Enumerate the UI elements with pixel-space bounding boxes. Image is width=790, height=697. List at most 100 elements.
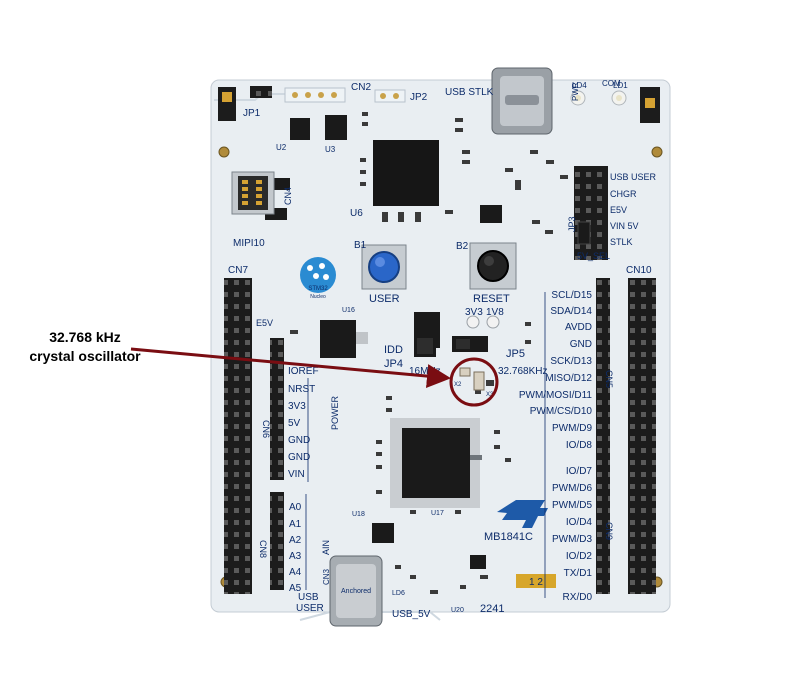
annotation-arrow xyxy=(130,347,451,389)
pin-label-digital: GND xyxy=(570,339,592,350)
label-u20: U20 xyxy=(451,607,464,614)
st-logo xyxy=(497,500,548,528)
smd-parts xyxy=(290,112,568,594)
logo-stm32-text: STM32 xyxy=(308,286,328,292)
label-ld4: LD4 xyxy=(572,81,587,90)
label-32768khz: 32.768KHz xyxy=(498,366,547,377)
label-chgr: CHGR xyxy=(610,189,637,199)
label-reset: RESET xyxy=(473,293,510,305)
mipi10-connector xyxy=(231,171,275,215)
gold-tag: 1 2 xyxy=(516,574,556,588)
pin-label-digital: SDA/D14 xyxy=(550,306,592,317)
label-mipi10: MIPI10 xyxy=(233,238,265,249)
label-e5v-right: E5V xyxy=(610,205,627,215)
label-x3: X3 xyxy=(486,392,494,398)
label-cn6: CN6 xyxy=(261,420,271,438)
pin-label-digital: IO/D8 xyxy=(566,440,593,451)
pin-label-digital: TX/D1 xyxy=(564,568,593,579)
label-cn10: CN10 xyxy=(626,265,652,276)
pin-label-digital: RX/D0 xyxy=(563,592,593,603)
pin-label-digital: PWM/D9 xyxy=(552,423,592,434)
digital-pin-labels: SCL/D15 SDA/D14 AVDD GND SCK/D13 MISO/D1… xyxy=(519,290,593,603)
pin-label-analog: A4 xyxy=(289,567,302,578)
leds xyxy=(570,90,627,106)
crystals xyxy=(459,367,494,391)
label-5v-sel: 5V_SEL xyxy=(577,251,610,261)
pin-label-analog: A0 xyxy=(289,502,302,513)
annotation-callout: 32.768 kHz crystal oscillator xyxy=(0,328,170,366)
pin-label-digital: PWM/D6 xyxy=(552,483,592,494)
label-cn7: CN7 xyxy=(228,265,248,276)
usb-c-connector-top xyxy=(491,67,553,135)
label-jp2: JP2 xyxy=(410,92,428,103)
pin-label-digital: IO/D7 xyxy=(566,466,593,477)
label-e5v-left: E5V xyxy=(256,318,273,328)
pin-label-power: 5V xyxy=(288,418,301,429)
stm32-nucleo-logo: STM32 Nucleo xyxy=(300,257,336,300)
pin-label-digital: SCL/D15 xyxy=(551,290,592,301)
pin-label-analog: A2 xyxy=(289,535,302,546)
label-cn5: CN5 xyxy=(604,370,614,388)
user-button-b1[interactable] xyxy=(361,244,407,290)
morpho-headers xyxy=(224,278,656,594)
pin-label-digital: AVDD xyxy=(565,322,592,333)
label-jp5: JP5 xyxy=(506,348,525,360)
label-ain: AIN xyxy=(321,540,331,555)
label-jp1: JP1 xyxy=(243,108,261,119)
gold-tag-text: 1 2 xyxy=(529,577,543,588)
label-ld6: LD6 xyxy=(392,590,405,597)
silk-top: CN2 JP2 USB STLK PWR COM LD4 LD1 JP1 U2 … xyxy=(243,79,628,219)
silk-bottom: USB USER CN3 USB_5V MB1841C 2241 xyxy=(296,531,533,620)
label-usb-stlk: USB STLK xyxy=(445,87,494,98)
label-usb-user-top: USB USER xyxy=(610,172,657,182)
pin-label-digital: PWM/D3 xyxy=(552,534,592,545)
label-u16: U16 xyxy=(342,307,355,314)
label-16mhz: 16MHz xyxy=(409,366,441,377)
top-connectors xyxy=(218,86,660,123)
analog-pin-labels: A0 A1 A2 A3 A4 A5 xyxy=(289,502,302,594)
pin-label-analog: A3 xyxy=(289,551,302,562)
label-stlk: STLK xyxy=(610,237,633,247)
label-power: POWER xyxy=(330,395,340,430)
annotation-line-1: 32.768 kHz xyxy=(49,329,121,345)
label-cn4: CN4 xyxy=(283,187,293,205)
label-1v8: 1V8 xyxy=(486,307,504,318)
pin-label-analog: A5 xyxy=(289,583,302,594)
silk-center: B1 USER B2 RESET IDD JP4 JP5 16MHz 3V3 1… xyxy=(354,240,547,614)
pin-label-power: IOREF xyxy=(288,366,319,377)
label-u17: U17 xyxy=(431,510,444,517)
pin-label-power: GND xyxy=(288,435,310,446)
label-cn2: CN2 xyxy=(351,82,371,93)
label-u18: U18 xyxy=(352,511,365,518)
label-usb-5v: USB_5V xyxy=(392,609,431,620)
label-vin5v: VIN 5V xyxy=(610,221,639,231)
logo-nucleo-text: Nucleo xyxy=(310,294,326,300)
label-user-bottom: USER xyxy=(296,603,324,614)
pin-label-digital: PWM/MOSI/D11 xyxy=(519,390,593,401)
silk-left: CN4 MIPI10 CN7 E5V U16 CN6 POWER CN8 AIN… xyxy=(228,187,365,558)
power-pin-labels: IOREF NRST 3V3 5V GND GND VIN xyxy=(288,366,319,480)
pin-label-power: VIN xyxy=(288,469,305,480)
pin-label-power: GND xyxy=(288,452,310,463)
label-pwr: PWR xyxy=(571,82,580,101)
jumpers-center xyxy=(414,315,500,357)
pin-label-digital: IO/D2 xyxy=(566,551,593,562)
label-b1: B1 xyxy=(354,240,367,251)
usb-anchor-text: Anchored xyxy=(341,588,371,595)
label-date-code: 2241 xyxy=(480,603,504,615)
usb-c-connector-bottom: Anchored xyxy=(329,555,383,627)
label-cn8: CN8 xyxy=(258,540,268,558)
reset-button-b2[interactable] xyxy=(469,242,517,290)
label-cn3: CN3 xyxy=(322,568,331,585)
label-board-id: MB1841C xyxy=(484,531,533,543)
label-usb-bottom: USB xyxy=(298,592,319,603)
pin-label-digital: PWM/CS/D10 xyxy=(530,406,593,417)
label-ld1: LD1 xyxy=(613,81,628,90)
label-b2: B2 xyxy=(456,241,469,252)
label-u6: U6 xyxy=(350,208,363,219)
label-jp4: JP4 xyxy=(384,358,403,370)
label-com: COM xyxy=(602,79,621,88)
label-u3: U3 xyxy=(325,145,336,154)
pin-label-digital: MISO/D12 xyxy=(545,373,592,384)
